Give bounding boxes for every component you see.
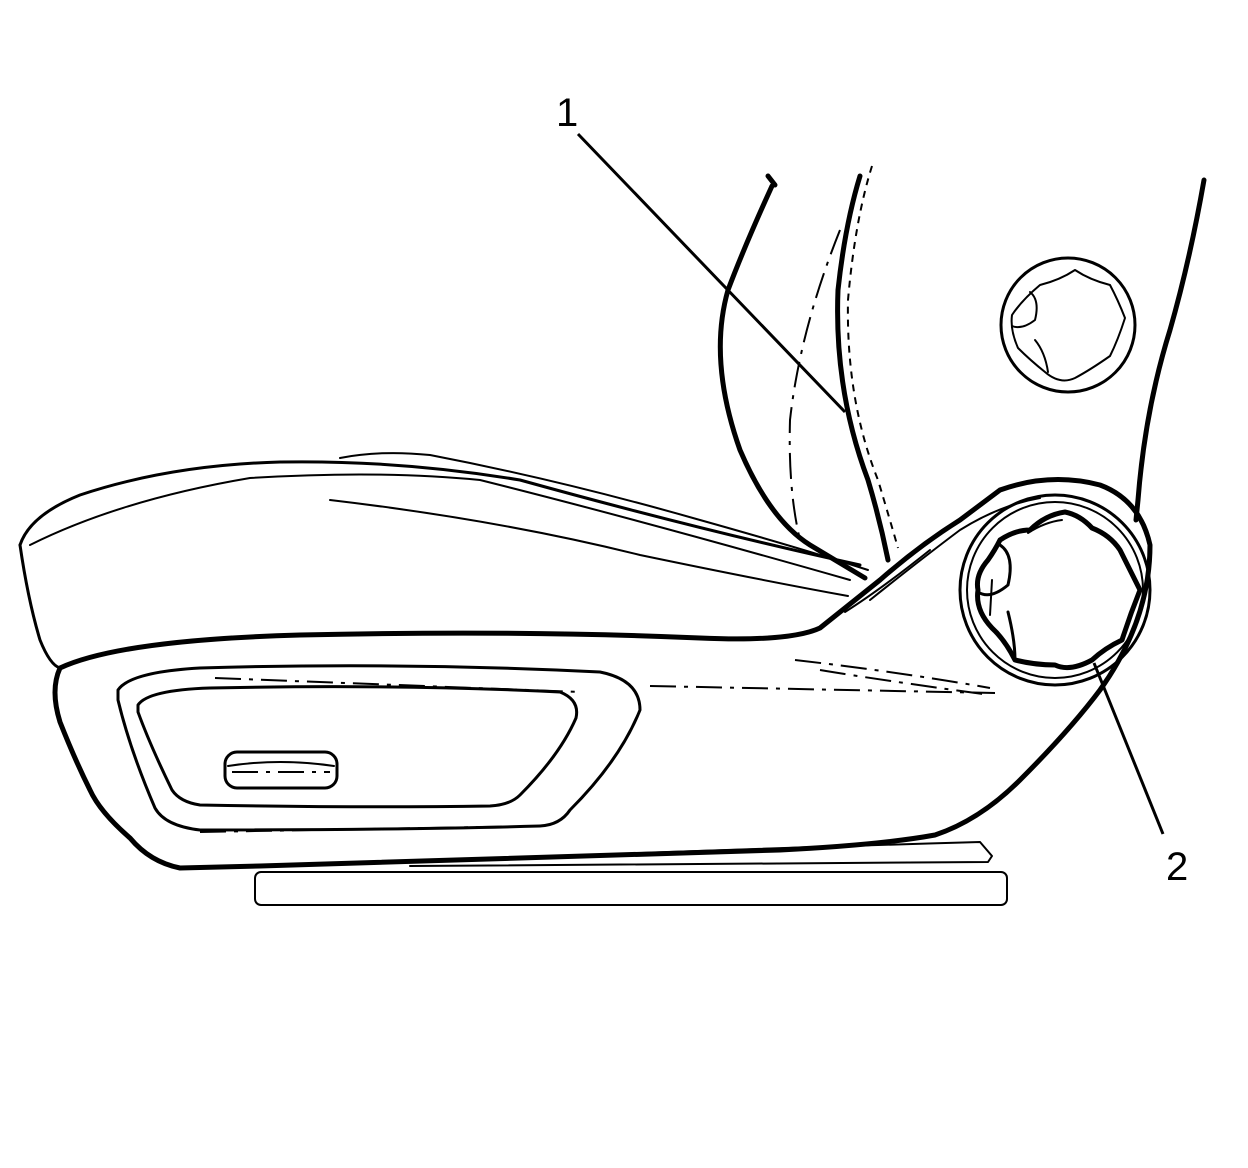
- callout-1-label: 1: [556, 91, 578, 135]
- seat-track: [254, 841, 1008, 906]
- seat-back: [717, 165, 1207, 581]
- callout-1-leader: [576, 132, 847, 414]
- callout-2-label: 2: [1166, 845, 1188, 889]
- recliner-knob: [958, 493, 1152, 687]
- callout-2-leader: [1092, 662, 1165, 835]
- seat-side-shield: [52, 477, 1153, 871]
- upper-knob: [999, 256, 1137, 394]
- seat-cushion: [18, 452, 869, 670]
